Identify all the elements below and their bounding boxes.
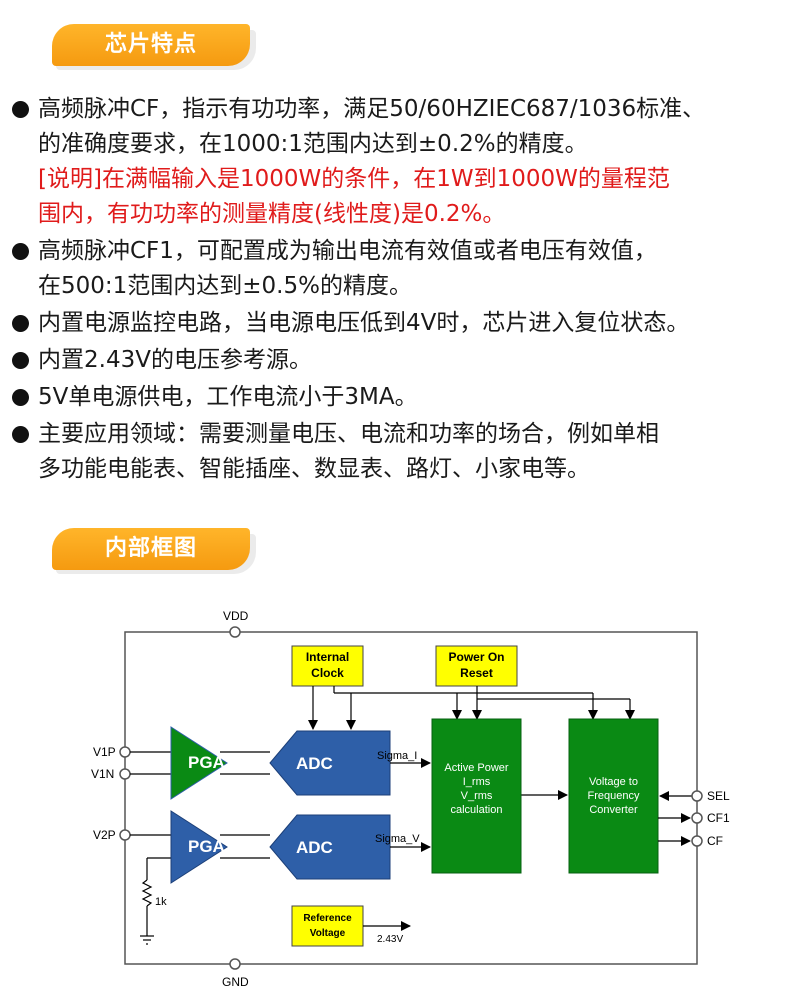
bullet-icon: [12, 389, 29, 406]
features-section-title: 芯片特点: [104, 32, 197, 57]
reference-voltage-block: [291, 905, 364, 947]
adc1-label: ADC: [296, 754, 333, 773]
pga2-label: PGA: [188, 837, 225, 856]
pga2-block: [170, 810, 228, 884]
feature-text: 内置电源监控电路，当电源电压低到4V时，芯片进入复位状态。: [38, 310, 690, 336]
feature-text: 5V单电源供电，工作电流小于3MA。: [38, 384, 418, 410]
power-on-reset-line2: Reset: [460, 666, 493, 680]
cf-label: CF: [707, 834, 723, 848]
diagram-section-title: 内部框图: [104, 536, 197, 561]
bullet-icon: [12, 352, 29, 369]
vf-line1: Voltage to: [589, 776, 638, 788]
bullet-icon: [12, 315, 29, 332]
feature-list: 高频脉冲CF，指示有功功率，满足50/60HZIEC687/1036标准、的准确…: [10, 92, 785, 489]
ref-value-label: 2.43V: [377, 934, 403, 945]
features-section-tab: 芯片特点: [52, 24, 257, 72]
bullet-icon: [12, 101, 29, 118]
v1p-label: V1P: [93, 745, 116, 759]
internal-clock-line2: Clock: [311, 666, 344, 680]
power-calculation-block: [431, 718, 522, 874]
feature-text: 的准确度要求，在1000:1范围内达到±0.2%的精度。: [38, 131, 588, 157]
power-on-reset-line1: Power On: [448, 650, 504, 664]
feature-item: 内置2.43V的电压参考源。: [10, 343, 785, 378]
feature-item: 主要应用领域：需要测量电压、电流和功率的场合，例如单相多功能电能表、智能插座、数…: [10, 417, 785, 487]
gnd-pin: [229, 958, 241, 970]
feature-text: 多功能电能表、智能插座、数显表、路灯、小家电等。: [38, 456, 590, 482]
v1n-pin: [119, 768, 131, 780]
feature-item: 高频脉冲CF1，可配置成为输出电流有效值或者电压有效值， 在500:1范围内达到±…: [10, 234, 785, 304]
vf-converter-block: [568, 718, 659, 874]
feature-note: [说明]在满幅输入是1000W的条件，在1W到1000W的量程范: [38, 166, 670, 192]
sigma-v-label: Sigma_V: [375, 833, 420, 845]
gnd-label: GND: [222, 975, 249, 989]
cf1-label: CF1: [707, 811, 730, 825]
bullet-icon: [12, 426, 29, 443]
calc-line4: calculation: [451, 804, 503, 816]
v2p-pin: [119, 829, 131, 841]
feature-item: 5V单电源供电，工作电流小于3MA。: [10, 380, 785, 415]
ref-line2: Voltage: [310, 928, 346, 939]
resistor-label: 1k: [155, 896, 167, 908]
feature-item: 高频脉冲CF，指示有功功率，满足50/60HZIEC687/1036标准、的准确…: [10, 92, 785, 232]
vdd-pin: [229, 626, 241, 638]
calc-line3: V_rms: [461, 790, 493, 802]
cf1-pin: [691, 812, 703, 824]
v1p-pin: [119, 746, 131, 758]
feature-text: 内置2.43V的电压参考源。: [38, 347, 312, 373]
vdd-label: VDD: [223, 609, 249, 623]
diagram-section-tab: 内部框图: [52, 528, 257, 576]
pga1-label: PGA: [188, 753, 225, 772]
feature-text: 主要应用领域：需要测量电压、电流和功率的场合，例如单相: [38, 421, 659, 447]
bullet-icon: [12, 243, 29, 260]
feature-text: 高频脉冲CF，指示有功功率，满足50/60HZIEC687/1036标准、: [38, 96, 706, 122]
sel-label: SEL: [707, 789, 730, 803]
sigma-i-label: Sigma_I: [377, 750, 417, 762]
calc-line2: I_rms: [463, 776, 491, 788]
feature-text: 高频脉冲CF1，可配置成为输出电流有效值或者电压有效值，: [38, 238, 657, 264]
internal-clock-block: [291, 645, 364, 687]
calc-line1: Active Power: [444, 762, 509, 774]
pga1-block: [170, 726, 228, 800]
feature-note: 围内，有功功率的测量精度(线性度)是0.2%。: [38, 201, 506, 227]
v1n-label: V1N: [91, 767, 114, 781]
vf-line2: Frequency: [588, 790, 640, 802]
vf-line3: Converter: [589, 804, 638, 816]
power-on-reset-block: [435, 645, 518, 687]
adc2-label: ADC: [296, 838, 333, 857]
internal-clock-line1: Internal: [306, 650, 349, 664]
feature-item: 内置电源监控电路，当电源电压低到4V时，芯片进入复位状态。: [10, 306, 785, 341]
sel-pin: [691, 790, 703, 802]
block-diagram: VDD GND Internal Clock Power On Reset V1…: [85, 605, 775, 1000]
v2p-label: V2P: [93, 828, 116, 842]
cf-pin: [691, 835, 703, 847]
feature-text: 在500:1范围内达到±0.5%的精度。: [38, 273, 412, 299]
ref-line1: Reference: [303, 913, 352, 924]
